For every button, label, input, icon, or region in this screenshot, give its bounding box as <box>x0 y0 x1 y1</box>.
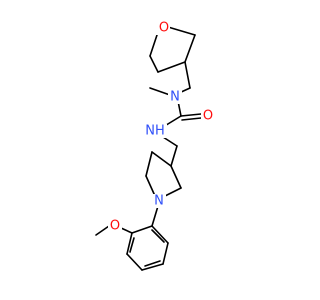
bond-n-phenyl <box>151 205 159 227</box>
atom-labels: O N O NH N O <box>108 21 215 234</box>
bond-ometh-methyl <box>95 225 110 236</box>
atom-o-methoxy: O <box>108 219 122 234</box>
bond-n-methyl <box>149 87 171 96</box>
molecule-diagram: O N O NH N O <box>95 21 215 271</box>
atom-nh: NH <box>143 124 167 139</box>
bond-ph-1-2 <box>131 225 153 234</box>
bond-skeleton <box>95 26 202 271</box>
bond-pyr-c4-c5 <box>145 151 153 177</box>
bond-nh-ch2 <box>162 136 178 147</box>
bond-ph-inner-1 <box>129 237 135 253</box>
atom-o-thf: O <box>156 21 170 36</box>
bond-ph-inner-2 <box>144 260 161 267</box>
bond-ch2-pyr <box>170 145 178 167</box>
bond-ph-inner-3 <box>151 229 165 243</box>
bond-pyr-c2-c3 <box>170 165 182 189</box>
atom-o-carbonyl: O <box>201 109 215 124</box>
atom-n-methyl-label: N <box>170 90 180 105</box>
atom-n-pyrrolidine: N <box>152 194 166 209</box>
bond-carbonyl-double-1 <box>180 113 202 117</box>
atom-o-carbonyl-label: O <box>203 109 213 124</box>
bond-pyr-c5-n <box>145 175 156 197</box>
atom-n-methyl: N <box>168 90 182 105</box>
atom-o-thf-label: O <box>159 21 169 36</box>
bond-ph-6-1 <box>151 225 169 244</box>
bond-ph-4-5 <box>141 263 164 271</box>
bond-ph-2-3 <box>126 232 133 255</box>
bond-thf-o-c2 <box>167 26 196 36</box>
bond-thf-c3-c4 <box>157 61 186 73</box>
bond-thf-c4-c1 <box>149 55 159 73</box>
atom-n-pyrrolidine-label: N <box>154 194 164 209</box>
bond-carbonyl-double-2 <box>181 117 202 121</box>
bond-ph-3-4 <box>126 253 143 271</box>
bond-ph-5-6 <box>162 242 169 265</box>
bond-thf-c2-c3 <box>184 34 196 63</box>
bond-thf-ch2 <box>184 61 191 89</box>
bond-ph-ometh <box>120 227 133 234</box>
atom-o-methoxy-label: O <box>110 219 120 234</box>
bond-pyr-c3-c4 <box>151 151 172 167</box>
atom-nh-label: NH <box>145 124 165 139</box>
